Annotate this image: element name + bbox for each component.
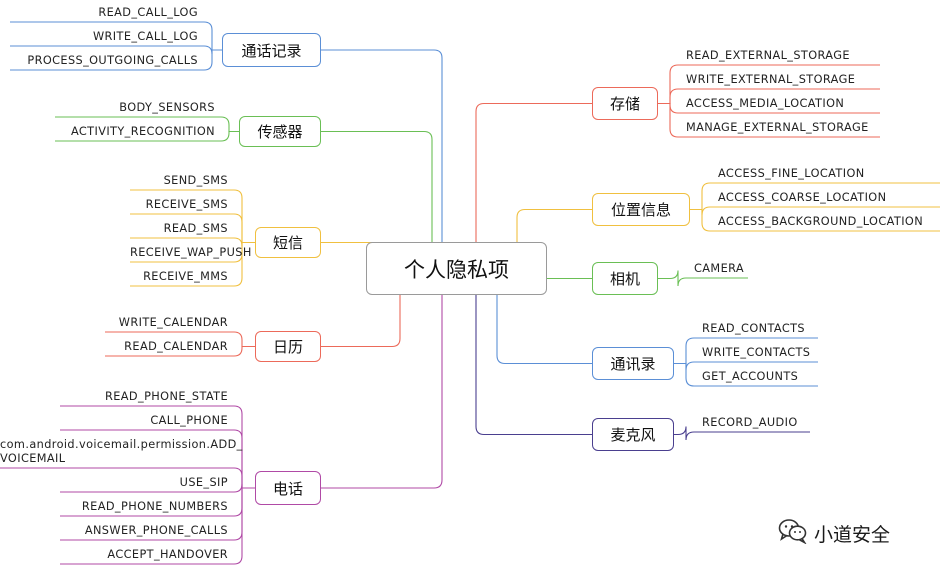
leaf-sensor-0: BODY_SENSORS <box>119 101 215 114</box>
leaf-line-sensor-1 <box>55 130 239 142</box>
connector-phone <box>321 295 443 489</box>
branch-node-sensor: 传感器 <box>239 116 321 147</box>
leaf-storage-1: WRITE_EXTERNAL_STORAGE <box>686 73 856 86</box>
leaf-phone-6: ACCEPT_HANDOVER <box>107 548 228 561</box>
leaf-call-2: PROCESS_OUTGOING_CALLS <box>27 54 198 67</box>
leaf-phone-1: CALL_PHONE <box>150 414 228 427</box>
connector-storage <box>475 102 592 242</box>
connector-sensor <box>321 130 433 242</box>
leaf-line-sms-2 <box>130 237 255 247</box>
watermark: 小道安全 <box>778 519 890 547</box>
leaf-line-location-2 <box>690 208 940 232</box>
leaf-contacts-0: READ_CONTACTS <box>702 322 806 335</box>
connector-location <box>516 208 592 242</box>
leaf-storage-0: READ_EXTERNAL_STORAGE <box>686 49 850 62</box>
leaf-line-location-0 <box>690 182 940 211</box>
leaf-line-phone-1 <box>60 429 255 489</box>
leaf-contacts-2: GET_ACCOUNTS <box>702 370 799 383</box>
leaf-phone-0: READ_PHONE_STATE <box>105 390 228 403</box>
leaf-line-calendar-0 <box>105 331 255 348</box>
leaf-line-sms-4 <box>130 241 255 287</box>
connector-mic <box>475 295 592 436</box>
leaf-line-storage-3 <box>658 102 880 138</box>
leaf-line-mic-0 <box>674 426 810 441</box>
leaf-line-contacts-1 <box>674 361 818 371</box>
leaf-sensor-1: ACTIVITY_RECOGNITION <box>70 125 215 138</box>
leaf-mic-0: RECORD_AUDIO <box>702 416 798 429</box>
leaf-line-phone-3 <box>60 483 255 493</box>
leaf-line-phone-2 <box>0 467 255 489</box>
leaf-line-phone-0 <box>60 405 255 489</box>
branch-node-call: 通话记录 <box>222 33 321 67</box>
leaf-line-location-1 <box>690 206 940 216</box>
connector-call <box>321 49 443 242</box>
leaf-line-call-2 <box>10 49 222 71</box>
leaf-sms-0: SEND_SMS <box>163 174 228 187</box>
connector-contacts <box>496 295 592 365</box>
leaf-line-phone-6 <box>60 487 255 565</box>
branch-node-storage: 存储 <box>592 87 658 120</box>
leaf-line-sms-1 <box>130 213 255 244</box>
leaf-sms-1: RECEIVE_SMS <box>145 198 228 211</box>
leaf-line-camera-0 <box>658 270 748 287</box>
leaf-phone-3: USE_SIP <box>179 476 228 489</box>
center-node: 个人隐私项 <box>366 242 547 295</box>
leaf-contacts-1: WRITE_CONTACTS <box>702 346 811 359</box>
leaf-storage-3: MANAGE_EXTERNAL_STORAGE <box>686 121 869 134</box>
branch-node-sms: 短信 <box>255 227 321 258</box>
leaf-line-sms-0 <box>130 189 255 244</box>
branch-node-mic: 麦克风 <box>592 418 674 451</box>
branch-node-location: 位置信息 <box>592 193 690 226</box>
leaf-camera-0: CAMERA <box>694 262 745 275</box>
leaf-storage-2: ACCESS_MEDIA_LOCATION <box>686 97 845 110</box>
leaf-call-1: WRITE_CALL_LOG <box>92 30 198 43</box>
leaf-line-contacts-2 <box>674 362 818 387</box>
connector-calendar <box>321 295 401 348</box>
leaf-location-1: ACCESS_COARSE_LOCATION <box>718 191 887 204</box>
leaf-phone-4: READ_PHONE_NUMBERS <box>81 500 228 513</box>
wechat-icon <box>778 518 808 548</box>
leaf-calendar-0: WRITE_CALENDAR <box>118 316 228 329</box>
branch-node-calendar: 日历 <box>255 331 321 362</box>
leaf-line-contacts-0 <box>674 337 818 365</box>
leaf-sms-2: READ_SMS <box>163 222 228 235</box>
leaf-phone-2: com.android.voicemail.permission.ADD_ VO… <box>0 438 243 465</box>
leaf-location-0: ACCESS_FINE_LOCATION <box>718 167 865 180</box>
leaf-line-call-1 <box>10 45 222 55</box>
watermark-text: 小道安全 <box>814 523 891 546</box>
leaf-call-0: READ_CALL_LOG <box>98 6 198 19</box>
leaf-location-2: ACCESS_BACKGROUND_LOCATION <box>718 215 924 228</box>
leaf-line-call-0 <box>10 21 222 51</box>
leaf-line-storage-1 <box>658 88 880 105</box>
branch-node-camera: 相机 <box>592 262 658 295</box>
leaf-phone-5: ANSWER_PHONE_CALLS <box>84 524 228 537</box>
leaf-line-storage-0 <box>658 64 880 105</box>
leaf-sms-4: RECEIVE_MMS <box>143 270 228 283</box>
leaf-sms-3: RECEIVE_WAP_PUSH <box>130 246 252 259</box>
leaf-line-calendar-1 <box>105 345 255 357</box>
leaf-line-sensor-0 <box>55 116 239 133</box>
branch-node-contacts: 通讯录 <box>592 347 674 380</box>
leaf-calendar-1: READ_CALENDAR <box>124 340 228 353</box>
branch-node-phone: 电话 <box>255 471 321 505</box>
